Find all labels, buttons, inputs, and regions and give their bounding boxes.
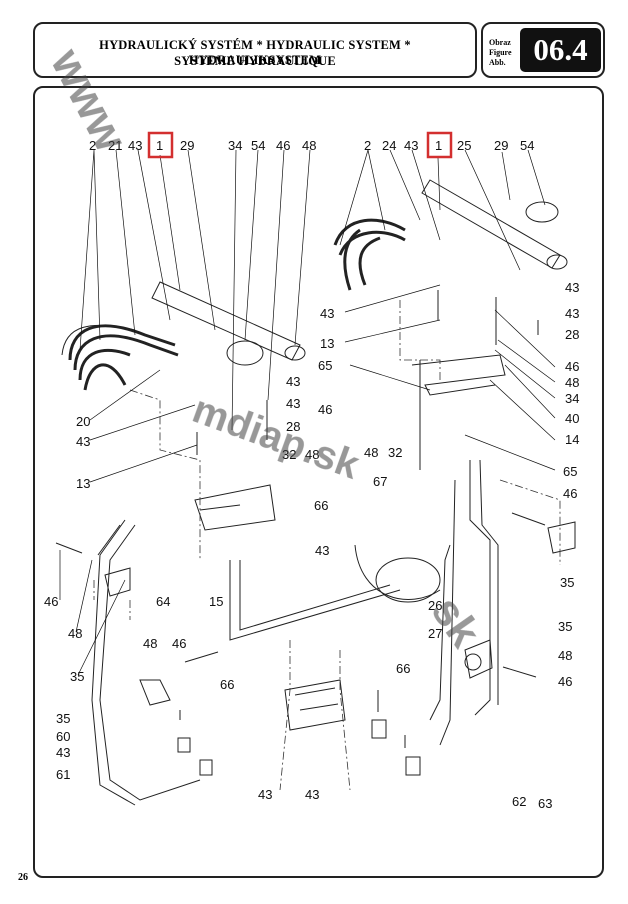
diagram-frame bbox=[33, 86, 604, 878]
callout-label: 48 bbox=[68, 626, 82, 641]
page-number: 26 bbox=[18, 872, 28, 883]
callout-label: 21 bbox=[108, 138, 122, 153]
callout-label: 25 bbox=[457, 138, 471, 153]
callout-label: 35 bbox=[560, 575, 574, 590]
callout-label: 46 bbox=[318, 402, 332, 417]
callout-label: 67 bbox=[373, 474, 387, 489]
fig-label-abb: Abb. bbox=[489, 58, 506, 67]
callout-label: 1 bbox=[156, 138, 163, 153]
callout-label: 13 bbox=[76, 476, 90, 491]
callout-label: 48 bbox=[305, 447, 319, 462]
title-line-2: SYSTEME HYDRAULIQUE bbox=[174, 54, 336, 68]
callout-label: 48 bbox=[302, 138, 316, 153]
callout-label: 54 bbox=[251, 138, 265, 153]
callout-label: 66 bbox=[314, 498, 328, 513]
callout-label: 46 bbox=[44, 594, 58, 609]
callout-label: 43 bbox=[258, 787, 272, 802]
callout-label: 48 bbox=[558, 648, 572, 663]
callout-label: 32 bbox=[388, 445, 402, 460]
figure-number-box: Obraz Figure Abb. 06.4 bbox=[481, 22, 605, 78]
callout-label: 29 bbox=[180, 138, 194, 153]
callout-label: 46 bbox=[558, 674, 572, 689]
callout-label: 62 bbox=[512, 794, 526, 809]
callout-label: 28 bbox=[286, 419, 300, 434]
fig-label-figure: Figure bbox=[489, 48, 512, 57]
callout-label: 54 bbox=[520, 138, 534, 153]
callout-label: 66 bbox=[220, 677, 234, 692]
callout-label: 43 bbox=[128, 138, 142, 153]
callout-label: 1 bbox=[435, 138, 442, 153]
callout-label: 2 bbox=[89, 138, 96, 153]
figure-number: 06.4 bbox=[520, 28, 601, 72]
figure-labels: Obraz Figure Abb. bbox=[489, 38, 512, 68]
fig-label-obraz: Obraz bbox=[489, 38, 511, 47]
watermark-text: mdiap.sk bbox=[187, 387, 366, 488]
callout-label: 40 bbox=[565, 411, 579, 426]
title-line-1: HYDRAULICKÝ SYSTÉM * HYDRAULIC SYSTEM * … bbox=[99, 38, 411, 67]
callout-label: 32 bbox=[282, 447, 296, 462]
callout-label: 13 bbox=[320, 336, 334, 351]
callout-label: 43 bbox=[404, 138, 418, 153]
callout-label: 46 bbox=[565, 359, 579, 374]
callout-label: 43 bbox=[56, 745, 70, 760]
callout-label: 43 bbox=[286, 374, 300, 389]
callout-label: 35 bbox=[70, 669, 84, 684]
callout-label: 15 bbox=[209, 594, 223, 609]
callout-label: 46 bbox=[563, 486, 577, 501]
callout-label: 66 bbox=[396, 661, 410, 676]
callout-label: 63 bbox=[538, 796, 552, 811]
callout-label: 14 bbox=[565, 432, 579, 447]
callout-label: 20 bbox=[76, 414, 90, 429]
callout-label: 65 bbox=[318, 358, 332, 373]
highlight-box-left bbox=[147, 131, 174, 159]
callout-label: 43 bbox=[305, 787, 319, 802]
callout-label: 48 bbox=[364, 445, 378, 460]
callout-label: 24 bbox=[382, 138, 396, 153]
callout-label: 46 bbox=[276, 138, 290, 153]
callout-label: 46 bbox=[172, 636, 186, 651]
callout-label: 29 bbox=[494, 138, 508, 153]
highlight-box-right bbox=[426, 131, 453, 159]
callout-label: 48 bbox=[565, 375, 579, 390]
callout-label: 65 bbox=[563, 464, 577, 479]
callout-label: 60 bbox=[56, 729, 70, 744]
callout-label: 43 bbox=[315, 543, 329, 558]
callout-label: 35 bbox=[558, 619, 572, 634]
callout-label: 26 bbox=[428, 598, 442, 613]
callout-label: 2 bbox=[364, 138, 371, 153]
callout-label: 43 bbox=[565, 280, 579, 295]
callout-label: 64 bbox=[156, 594, 170, 609]
watermark-text: www bbox=[41, 39, 138, 159]
callout-label: 43 bbox=[320, 306, 334, 321]
callout-label: 43 bbox=[286, 396, 300, 411]
callout-label: 43 bbox=[76, 434, 90, 449]
callout-label: 43 bbox=[565, 306, 579, 321]
callout-label: 34 bbox=[228, 138, 242, 153]
callout-label: 34 bbox=[565, 391, 579, 406]
callout-label: 61 bbox=[56, 767, 70, 782]
callout-label: 28 bbox=[565, 327, 579, 342]
callout-label: 27 bbox=[428, 626, 442, 641]
callout-label: 35 bbox=[56, 711, 70, 726]
title-box: HYDRAULICKÝ SYSTÉM * HYDRAULIC SYSTEM * … bbox=[33, 22, 477, 78]
callout-label: 48 bbox=[143, 636, 157, 651]
